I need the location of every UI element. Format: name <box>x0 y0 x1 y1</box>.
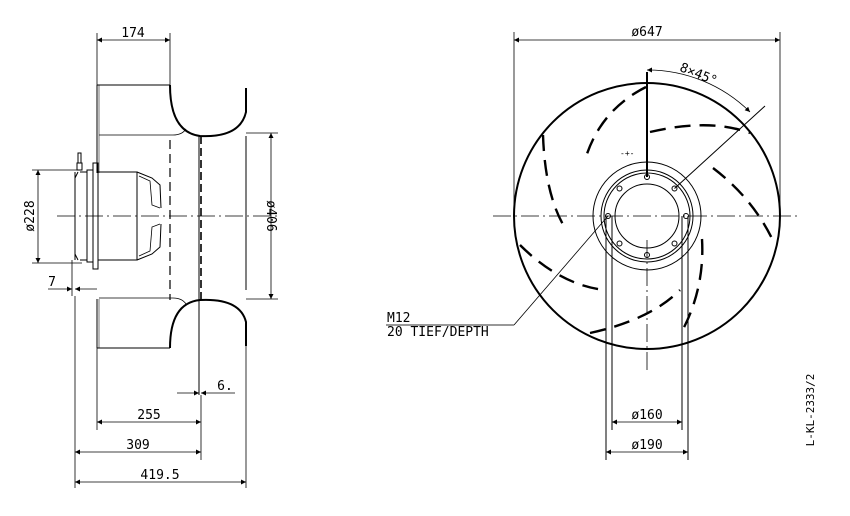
dim-255-label: 255 <box>137 408 160 423</box>
dim-6-label: 6. <box>217 379 233 394</box>
dim-7: 7 <box>48 260 97 296</box>
dim-angle-label: 8×45° <box>677 60 719 89</box>
dim-228: ø228 <box>23 169 82 264</box>
dim-160: ø160 <box>612 408 682 425</box>
dim-647-label: ø647 <box>631 25 662 40</box>
thread-callout: M12 20 TIEF/DEPTH <box>386 215 609 340</box>
dim-228-label: ø228 <box>23 200 38 231</box>
front-view: -+- ø647 8×45° <box>386 25 800 460</box>
dim-406-label: ø406 <box>263 200 278 231</box>
impeller-body <box>96 84 247 395</box>
thread-size-label: M12 <box>387 311 410 326</box>
thread-depth-label: 20 TIEF/DEPTH <box>387 325 489 340</box>
dim-419-5-label: 419.5 <box>140 468 179 483</box>
impeller-blades <box>519 85 777 336</box>
dim-174-label: 174 <box>121 26 145 41</box>
side-view: 174 ø228 ø406 7 6. <box>23 26 280 488</box>
dim-419-5: 419.5 <box>75 346 247 488</box>
rotation-mark: -+- <box>620 149 634 158</box>
dim-174: 174 <box>96 26 171 85</box>
dim-647: ø647 <box>513 25 781 216</box>
dim-309: 309 <box>74 296 202 488</box>
dim-190-label: ø190 <box>631 438 662 453</box>
dim-309-label: 309 <box>126 438 149 453</box>
dim-406: ø406 <box>246 132 278 300</box>
dim-255: 255 <box>96 348 201 430</box>
dim-angle: 8×45° <box>646 60 751 113</box>
dim-7-label: 7 <box>48 275 56 290</box>
motor <box>74 152 162 270</box>
dim-6: 6. <box>177 379 235 396</box>
dim-190: ø190 <box>606 438 688 455</box>
drawing-id: L-KL-2333/2 <box>804 374 817 447</box>
dim-160-label: ø160 <box>631 408 662 423</box>
reference-line-45 <box>674 105 766 189</box>
